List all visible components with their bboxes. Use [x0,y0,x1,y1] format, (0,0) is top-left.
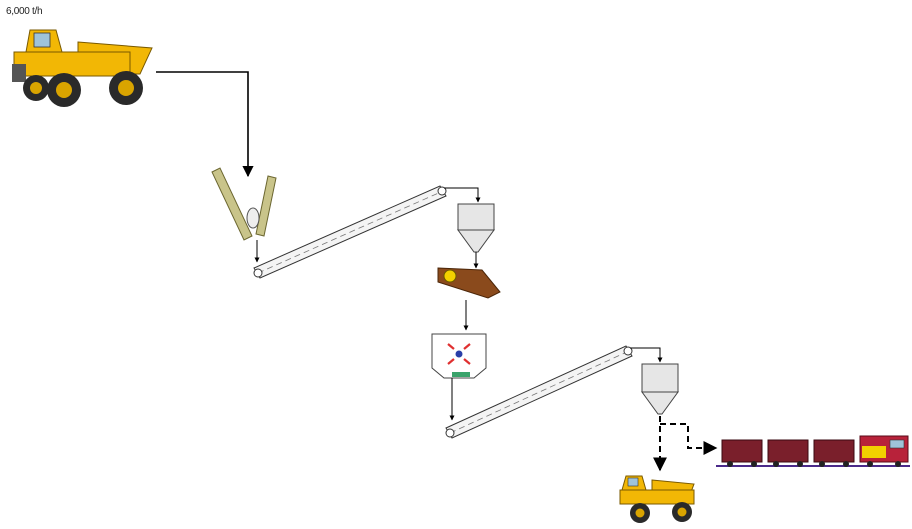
haul-truck-icon [12,29,153,107]
wagon-2 [767,439,809,467]
crusher-icon [437,267,501,299]
train-icon [716,435,910,467]
feed-rate-label: 6,000 t/h [6,6,43,17]
conveyor-2-icon [445,345,633,439]
locomotive [859,435,909,467]
wagon-3 [813,439,855,467]
wagon-1 [721,439,763,467]
sorter-icon [431,333,487,379]
flow-line-conveyor-2-to-silo-2 [630,347,663,363]
conveyor-1-icon [253,185,447,279]
silo-2-icon [641,363,679,415]
silo-1-icon [457,203,495,253]
flow-line-truck-to-screen [156,71,254,178]
flow-line-conveyor-1-to-silo-1 [444,187,481,203]
flow-line-silo-2-to-train [660,423,718,455]
grizzly-screen-icon [211,167,277,241]
haul-truck-small-icon [619,475,695,523]
